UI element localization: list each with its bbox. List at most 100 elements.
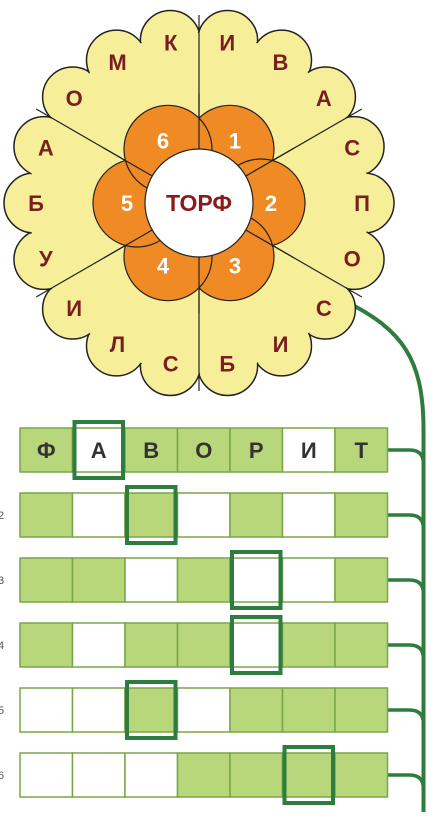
- flower-outer-letter: С: [344, 135, 360, 160]
- flower-outer-letter: О: [66, 86, 83, 111]
- grid-cell[interactable]: [124, 687, 179, 733]
- grid-row: 2: [0, 485, 389, 545]
- grid-cell[interactable]: [281, 427, 336, 473]
- grid-key-cell-frame: [282, 745, 335, 805]
- flower-outer-letter: Л: [110, 332, 125, 357]
- grid-row-number: 6: [0, 770, 4, 782]
- grid-cell[interactable]: [19, 687, 74, 733]
- grid-cell[interactable]: [281, 752, 336, 798]
- grid-key-cell-frame: [230, 615, 283, 675]
- grid-cell[interactable]: [71, 687, 126, 733]
- row-connector: [387, 643, 426, 660]
- flower-outer-letter: С: [163, 352, 179, 377]
- flower-inner-number: 5: [121, 191, 133, 216]
- grid-cell[interactable]: [229, 557, 284, 603]
- row-connector: [387, 708, 426, 725]
- grid-cell[interactable]: [71, 622, 126, 668]
- grid-cell-letter: А: [91, 438, 107, 463]
- flower-inner-number: 1: [229, 129, 241, 154]
- flower-center-word: ТОРФ: [166, 190, 232, 216]
- grid-cell-letter: О: [195, 438, 212, 463]
- grid-cell-letter: И: [301, 438, 317, 463]
- grid-cell[interactable]: [334, 622, 389, 668]
- grid-cell[interactable]: [334, 492, 389, 538]
- grid-key-cell-frame: [125, 680, 178, 740]
- grid-cell[interactable]: [281, 557, 336, 603]
- flower-outer-letter: И: [219, 30, 235, 55]
- stem-and-connectors: [343, 299, 426, 812]
- flower-inner-number: 6: [157, 129, 169, 154]
- grid-row-number: 5: [0, 705, 4, 717]
- flower-inner-number: 3: [229, 253, 241, 278]
- grid-cell[interactable]: [334, 557, 389, 603]
- grid-cell-letter: В: [143, 438, 159, 463]
- flower-inner-number: 4: [157, 253, 170, 278]
- grid-cell[interactable]: [176, 622, 231, 668]
- grid-cell[interactable]: [124, 622, 179, 668]
- flower-outer-letter: У: [39, 247, 53, 272]
- grid-cell[interactable]: [124, 752, 179, 798]
- grid-cell[interactable]: [71, 752, 126, 798]
- grid-cell[interactable]: [19, 492, 74, 538]
- grid-cell[interactable]: [176, 492, 231, 538]
- grid-cell[interactable]: [281, 687, 336, 733]
- flower-outer-letter: Б: [219, 352, 235, 377]
- grid-cell[interactable]: [124, 492, 179, 538]
- grid-cell[interactable]: [19, 427, 74, 473]
- grid-row-number: 4: [0, 640, 4, 652]
- grid-cell[interactable]: [334, 752, 389, 798]
- grid-cell[interactable]: [229, 622, 284, 668]
- grid-cell[interactable]: [176, 687, 231, 733]
- grid-cell[interactable]: [229, 687, 284, 733]
- flower-outer-letter: Б: [28, 191, 44, 216]
- flower-outer-letter: К: [164, 30, 178, 55]
- row-connector: [387, 773, 426, 790]
- grid-key-cell-frame: [230, 550, 283, 610]
- row-connector: [387, 513, 426, 530]
- flower-outer-letter: О: [344, 247, 361, 272]
- grid-cell[interactable]: [229, 492, 284, 538]
- flower-outer-letter: А: [316, 86, 332, 111]
- grid-cell[interactable]: [176, 752, 231, 798]
- flower-outer-letter: А: [38, 135, 54, 160]
- flower-outer-letter: М: [108, 50, 126, 75]
- grid-cell[interactable]: [334, 687, 389, 733]
- flower-outer-letter: П: [354, 191, 370, 216]
- grid-key-cell-frame: [125, 485, 178, 545]
- flower-center: [144, 148, 254, 258]
- flower-outer-letter: С: [316, 296, 332, 321]
- word-grid: Ф А В О Р И Т 2 3 4 5 6: [0, 420, 389, 805]
- flower-inner-number: 2: [265, 191, 277, 216]
- row-connector: [387, 578, 426, 595]
- grid-cell[interactable]: [19, 622, 74, 668]
- grid-cell-letter: Р: [249, 438, 264, 463]
- grid-cell[interactable]: [281, 492, 336, 538]
- grid-cell[interactable]: [176, 427, 231, 473]
- grid-row-number: 2: [0, 510, 4, 522]
- grid-cell[interactable]: [19, 752, 74, 798]
- grid-row: 3: [0, 550, 389, 610]
- grid-cell[interactable]: [229, 752, 284, 798]
- flower-outer-letter: И: [273, 332, 289, 357]
- grid-row-number: 3: [0, 575, 4, 587]
- flower-outer-letter: И: [66, 296, 82, 321]
- grid-cell[interactable]: [281, 622, 336, 668]
- grid-cell-letter: Ф: [37, 438, 56, 463]
- grid-cell[interactable]: [176, 557, 231, 603]
- flower-stem: [343, 299, 426, 812]
- grid-cell[interactable]: [71, 492, 126, 538]
- row-connector: [387, 448, 426, 465]
- grid-cell[interactable]: [71, 557, 126, 603]
- grid-row: 4: [0, 615, 389, 675]
- flower-outer-letter: В: [273, 50, 289, 75]
- grid-cell[interactable]: [334, 427, 389, 473]
- grid-row: 6: [0, 745, 389, 805]
- grid-row: 5: [0, 680, 389, 740]
- grid-cell-letter: Т: [355, 438, 369, 463]
- grid-cell[interactable]: [19, 557, 74, 603]
- grid-cell[interactable]: [124, 557, 179, 603]
- grid-key-cell-frame: [72, 420, 125, 480]
